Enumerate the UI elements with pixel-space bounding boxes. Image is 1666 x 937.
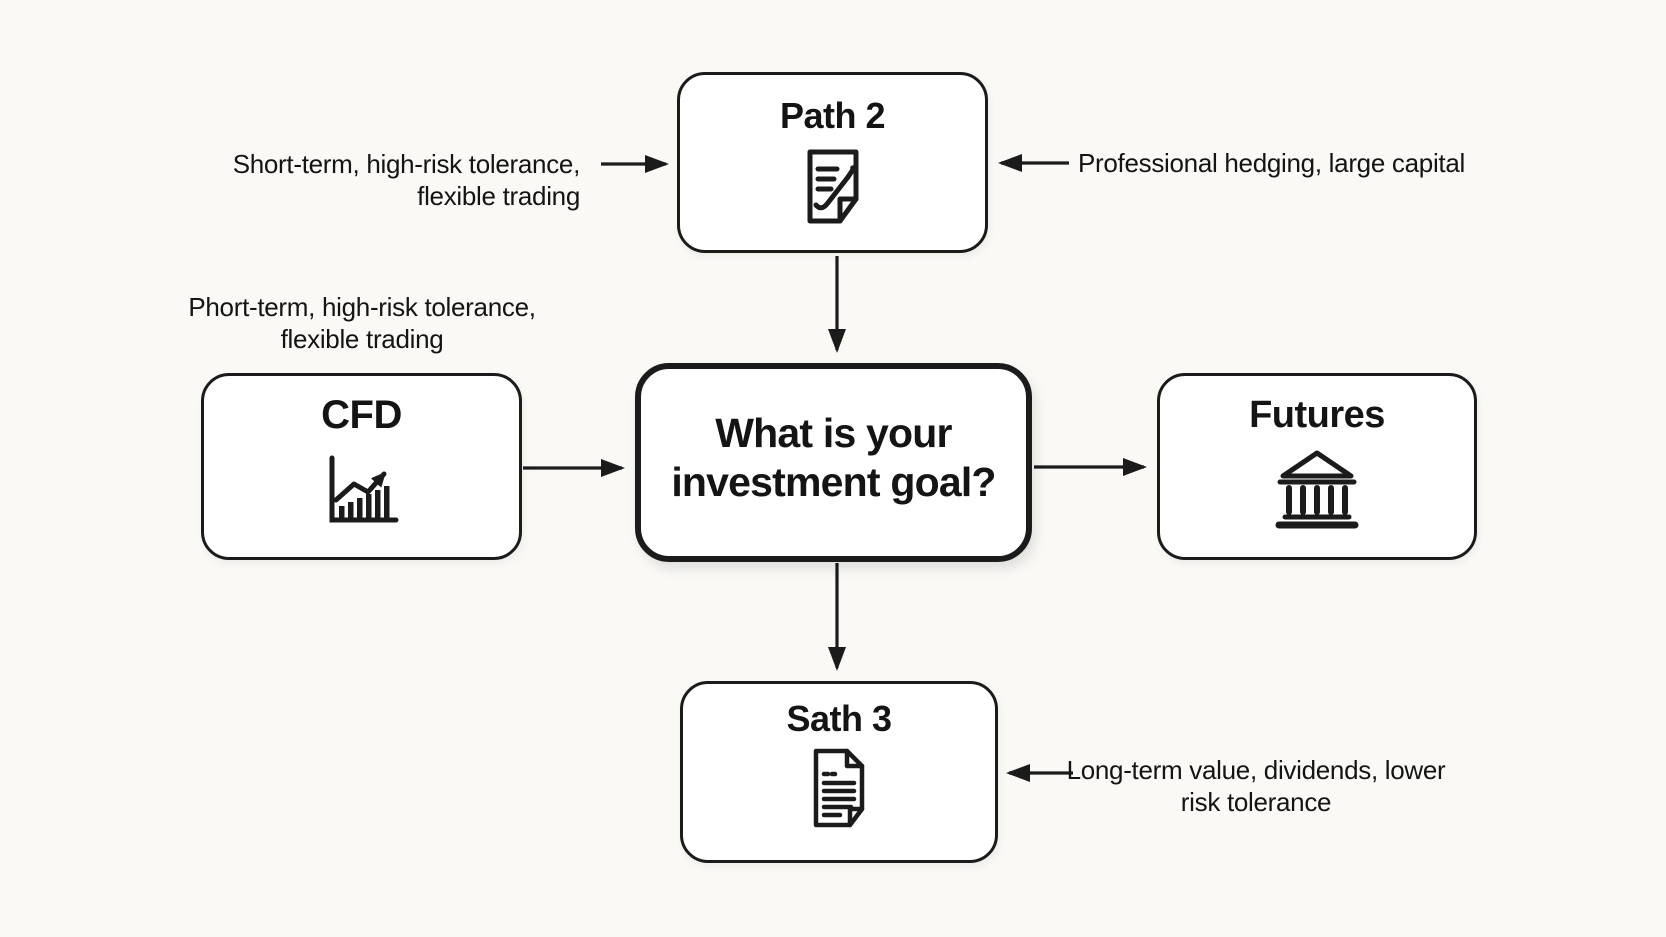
annotation-phort-term: Phort-term, high-risk tolerance, flexibl…: [182, 291, 542, 355]
node-sath3: Sath 3: [680, 681, 998, 863]
annotation-line: Professional hedging, large capital: [1078, 148, 1465, 178]
node-futures-label: Futures: [1249, 394, 1385, 436]
annotation-line: Short-term, high-risk tolerance,: [232, 149, 581, 179]
node-cfd: CFD: [201, 373, 522, 560]
annotation-line: flexible trading: [280, 324, 444, 354]
annotation-line: flexible trading: [417, 181, 580, 211]
document-signature-icon: [800, 147, 866, 227]
annotation-professional-hedging: Professional hedging, large capital: [1078, 147, 1498, 179]
annotation-line: risk tolerance: [1180, 787, 1332, 817]
bar-chart-growth-icon: [320, 450, 404, 530]
annotation-short-term: Short-term, high-risk tolerance, flexibl…: [200, 148, 581, 212]
annotation-long-term-value: Long-term value, dividends, lower risk t…: [1066, 754, 1446, 818]
node-futures: Futures: [1157, 373, 1477, 560]
annotation-line: Phort-term, high-risk tolerance,: [188, 292, 536, 322]
node-path2-label: Path 2: [779, 95, 886, 136]
node-cfd-label: CFD: [321, 393, 402, 437]
node-path2: Path 2: [677, 72, 988, 253]
document-text-icon: [806, 746, 872, 830]
bank-icon: [1273, 446, 1361, 530]
node-center-label: What is your investment goal?: [671, 409, 996, 505]
annotation-line: Long-term value, dividends, lower: [1066, 755, 1446, 785]
node-sath3-label: Sath 3: [786, 698, 892, 739]
node-center-question: What is your investment goal?: [635, 363, 1032, 562]
